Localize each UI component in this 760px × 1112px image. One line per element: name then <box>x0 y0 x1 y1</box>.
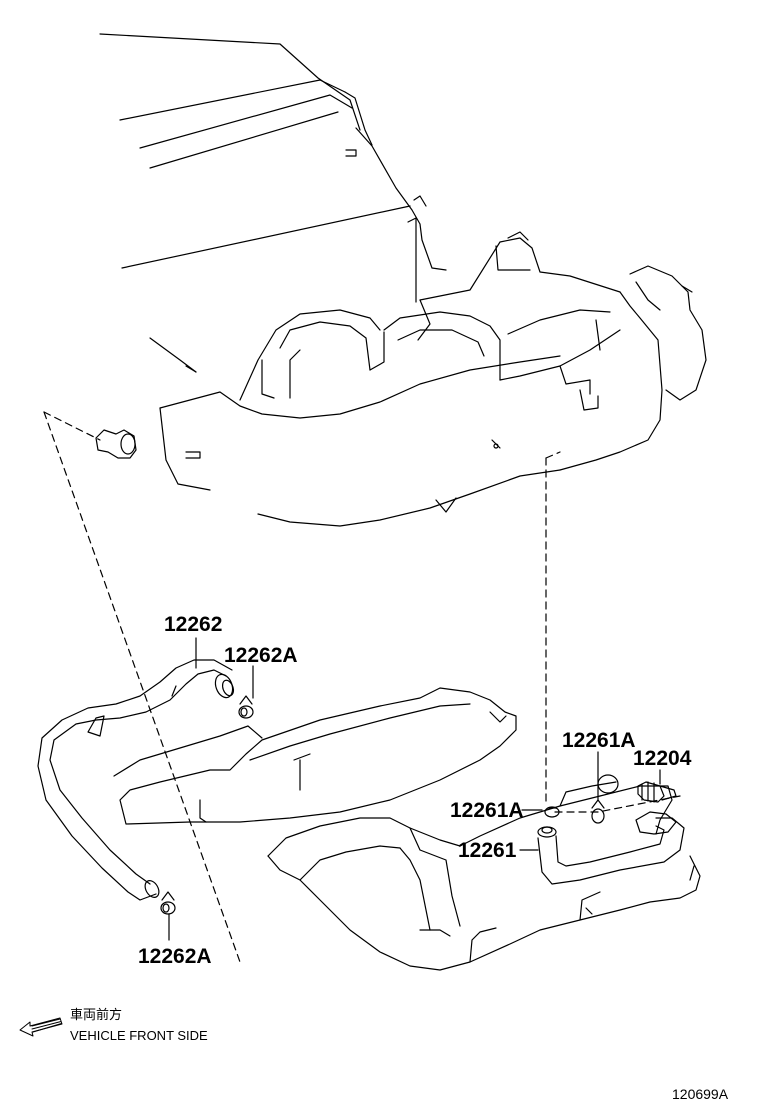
arrow-left-icon <box>19 1017 63 1037</box>
hose-12262 <box>37 659 235 901</box>
valve-cover-left <box>113 687 517 825</box>
valve-cover-right <box>267 774 701 971</box>
pcv-valve-12204 <box>637 781 677 803</box>
hose-12261 <box>537 811 685 885</box>
clamp-12262A-bottom <box>160 891 176 915</box>
clamp-12262A-top <box>238 695 254 719</box>
part-label-12261A-top: 12261A <box>562 729 636 752</box>
label-leader-lines <box>168 637 661 941</box>
vehicle-front-side-japanese: 車両前方 <box>70 1007 123 1022</box>
diagram-id: 120699A <box>672 1086 729 1102</box>
part-label-12261A-mid: 12261A <box>450 799 524 822</box>
part-label-12262A-bottom: 12262A <box>138 945 212 968</box>
dashed-reference-lines <box>43 411 681 963</box>
part-label-12204: 12204 <box>633 747 692 770</box>
part-label-12262A-top: 12262A <box>224 644 298 667</box>
vehicle-front-side-label: VEHICLE FRONT SIDE <box>70 1028 208 1043</box>
part-label-12261: 12261 <box>458 839 517 862</box>
engine-block-outline <box>95 33 707 527</box>
part-label-12262: 12262 <box>164 613 223 636</box>
clamp-12261A-mid <box>544 806 560 818</box>
